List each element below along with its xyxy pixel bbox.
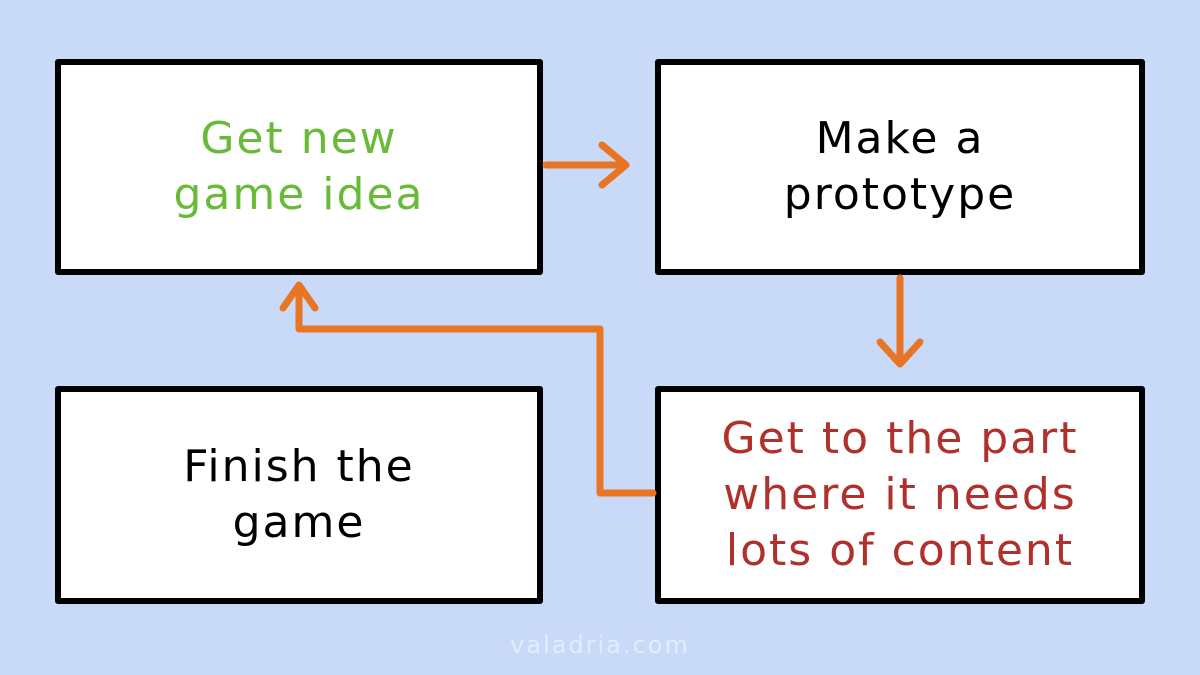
box-make-a-prototype: Make a prototype (655, 59, 1145, 275)
box-label-line: game idea (173, 169, 425, 220)
box-label-line: where it needs (723, 469, 1077, 520)
arrow-content-back-to-idea (279, 281, 657, 497)
box-label-line: Get to the part (721, 413, 1079, 464)
box-label-line: lots of content (725, 525, 1075, 576)
box-get-new-game-idea: Get new game idea (55, 59, 543, 275)
arrow-head (876, 338, 924, 368)
box-label-line: prototype (783, 169, 1017, 220)
arrow-idea-to-prototype (542, 141, 630, 189)
box-finish-the-game: Finish the game (55, 386, 543, 604)
box-label-line: Finish the (183, 441, 415, 492)
arrow-head (279, 281, 319, 312)
arrow-head (598, 141, 630, 189)
box-label-line: Make a (815, 113, 985, 164)
box-label-line: Get new (200, 113, 398, 164)
arrow-line (295, 283, 657, 497)
box-label-line: game (232, 497, 366, 548)
arrow-prototype-to-content (876, 274, 924, 368)
watermark: valadria.com (510, 631, 690, 659)
box-needs-lots-of-content: Get to the part where it needs lots of c… (655, 386, 1145, 604)
